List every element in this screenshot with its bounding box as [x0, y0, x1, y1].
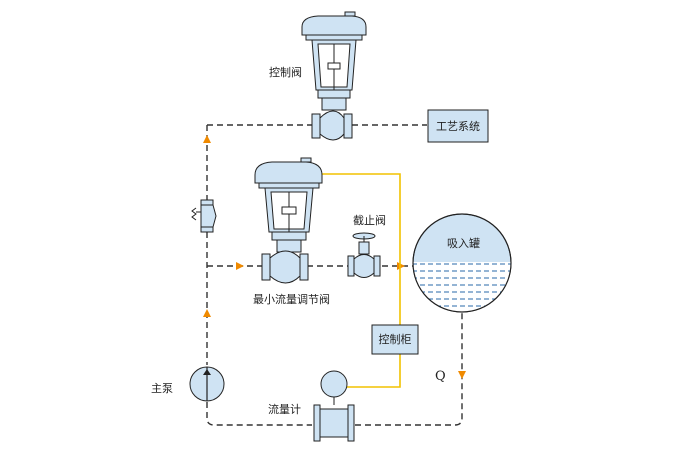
label-q-symbol: Q	[435, 369, 446, 384]
label-min-flow-valve: 最小流量调节阀	[253, 292, 330, 306]
label-control-cabinet: 控制柜	[379, 332, 412, 346]
shutoff-valve-body	[353, 254, 375, 278]
flowmeter-transmitter	[320, 370, 348, 398]
flow-arrow-right-tank	[397, 262, 405, 270]
label-control-valve: 控制阀	[269, 65, 302, 79]
label-process-system: 工艺系统	[436, 120, 480, 133]
label-flowmeter: 流量计	[268, 402, 301, 416]
pipe-bottom-right	[355, 312, 463, 426]
signal-line-flowmeter	[346, 354, 401, 388]
suction-tank	[412, 213, 512, 313]
signal-lines	[322, 173, 401, 388]
flow-arrow-right-mid	[236, 262, 244, 270]
flow-arrow-up-top	[203, 135, 211, 143]
flowmeter	[313, 370, 355, 442]
control-valve-top-body	[319, 110, 345, 141]
shutoff-valve	[347, 232, 381, 278]
signal-line-valve	[322, 173, 401, 325]
label-shutoff-valve: 截止阀	[353, 213, 386, 227]
min-flow-valve	[254, 157, 323, 284]
flowmeter-body	[319, 408, 349, 438]
label-main-pump: 主泵	[151, 382, 173, 395]
check-valve-body	[200, 204, 217, 228]
control-valve-top-actuator	[301, 15, 367, 36]
flow-arrows	[203, 135, 466, 379]
min-flow-valve-body	[269, 250, 301, 284]
pipe-bottom-left	[206, 402, 312, 426]
control-cabinet-box	[371, 324, 419, 355]
check-valve	[191, 199, 217, 233]
min-flow-valve-actuator	[254, 161, 323, 184]
control-valve-top	[301, 11, 367, 141]
process-system-box	[427, 109, 489, 143]
main-pump	[189, 366, 225, 402]
flow-arrow-down	[458, 371, 466, 379]
label-suction-tank: 吸入罐	[447, 237, 480, 250]
flow-arrow-up-bottom	[203, 309, 211, 317]
